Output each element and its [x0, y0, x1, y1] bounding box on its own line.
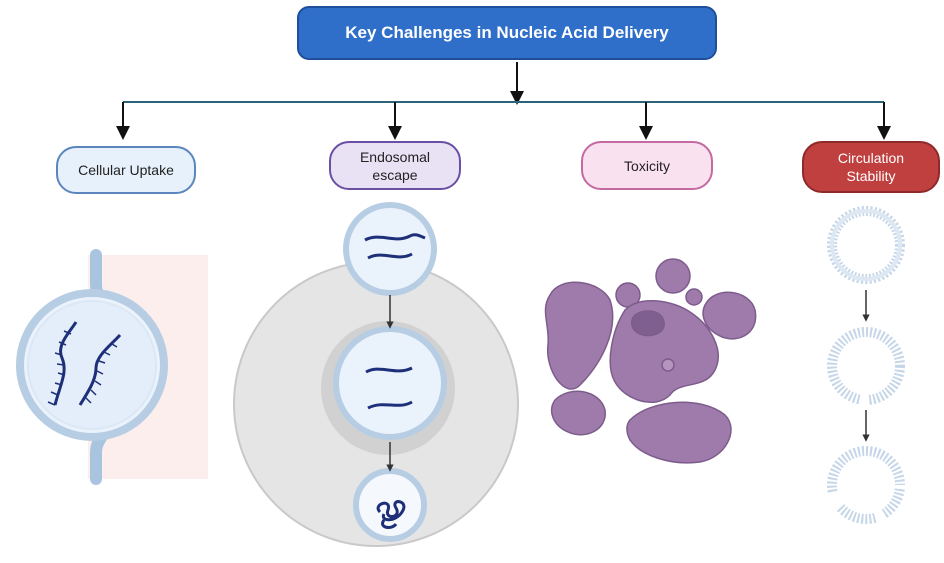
challenge-endosomal-escape: Endosomal escape — [329, 141, 461, 190]
nucleic-acid-strands-icon — [53, 321, 122, 406]
connector-tree — [116, 62, 891, 140]
challenge-label: Circulation Stability — [837, 150, 905, 184]
title-text: Key Challenges in Nucleic Acid Delivery — [345, 23, 669, 42]
challenge-label: Endosomal escape — [359, 148, 431, 183]
endosomal-escape-illustration — [233, 202, 519, 547]
challenge-toxicity: Toxicity — [581, 141, 713, 190]
cellular-uptake-illustration — [16, 249, 208, 485]
degraded-nucleic-acid-icon — [376, 500, 406, 529]
challenge-label: Cellular Uptake — [78, 162, 174, 178]
challenge-cellular-uptake: Cellular Uptake — [56, 146, 196, 194]
challenge-circulation-stability: Circulation Stability — [802, 141, 940, 193]
title-box: Key Challenges in Nucleic Acid Delivery — [297, 6, 717, 60]
toxicity-illustration — [544, 258, 757, 464]
circulation-stability-illustration — [826, 206, 906, 525]
challenge-label: Toxicity — [624, 157, 670, 174]
